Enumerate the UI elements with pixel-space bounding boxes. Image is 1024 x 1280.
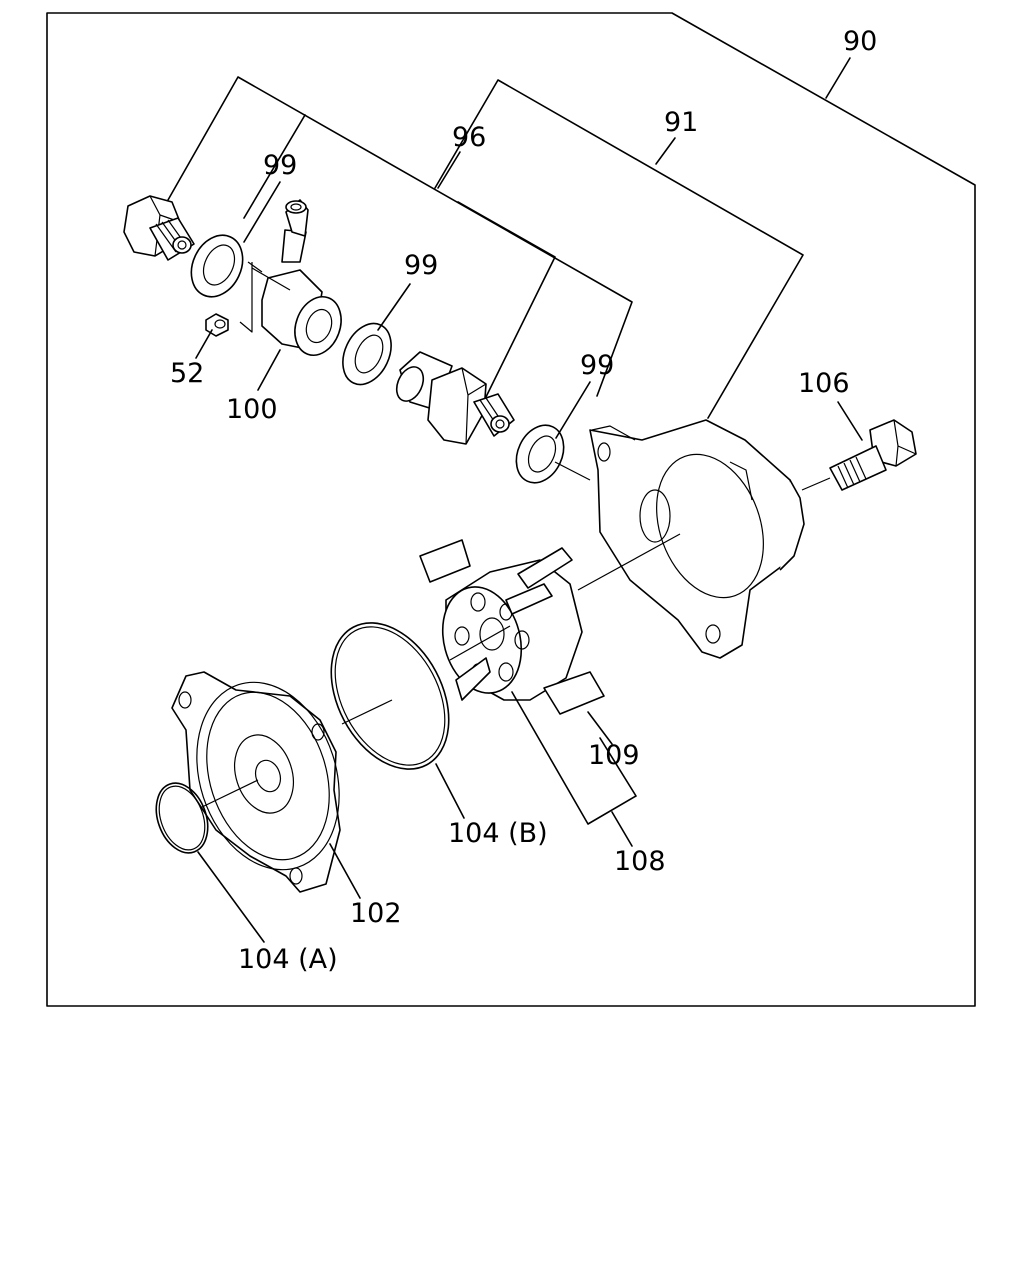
leader-106 (837, 401, 863, 441)
label-91: 91 (664, 107, 698, 138)
union-connector (395, 351, 515, 445)
o-ring-104a (155, 782, 209, 854)
axis-line-top (554, 461, 591, 481)
pump-housing (589, 419, 805, 659)
axis-line-oring (341, 699, 393, 725)
label-99-second: 99 (404, 250, 438, 281)
bracket-91-lines (434, 79, 804, 419)
o-ring-104b-inner (334, 626, 446, 766)
leader-109 (587, 711, 613, 745)
bolt-106 (801, 419, 917, 491)
leader-104a (197, 851, 265, 943)
label-100: 100 (226, 394, 278, 425)
leader-99b (377, 283, 411, 331)
axis-line-rotor (577, 533, 681, 591)
leader-108-bracket (511, 691, 637, 825)
washer-99-first (190, 234, 244, 298)
label-99-first: 99 (263, 150, 297, 181)
label-104a: 104 (A) (238, 944, 338, 975)
bracket-96-lines (167, 76, 633, 397)
leader-108 (611, 811, 633, 847)
axis-line-rotor-left (449, 625, 511, 661)
bracket-inner-99b (457, 201, 556, 404)
leader-52 (195, 329, 213, 359)
rotor-108 (441, 559, 583, 701)
label-106: 106 (798, 368, 850, 399)
cover-plate-102 (171, 671, 341, 893)
label-99-third: 99 (580, 350, 614, 381)
label-90: 90 (843, 26, 877, 57)
leader-91 (655, 137, 676, 165)
bracket-inner-99 (243, 114, 306, 219)
leader-102 (329, 843, 361, 899)
o-ring-104b (330, 622, 450, 770)
label-109: 109 (588, 740, 640, 771)
label-102: 102 (350, 898, 402, 929)
vanes-109 (419, 539, 605, 715)
leader-90 (825, 57, 851, 99)
washer-99-third (515, 424, 565, 484)
plug-bolt (123, 195, 195, 261)
nipple-52 (205, 313, 229, 337)
leader-100 (257, 349, 281, 391)
label-52: 52 (170, 358, 204, 389)
label-104b: 104 (B) (448, 818, 548, 849)
label-108: 108 (614, 846, 666, 877)
label-96: 96 (452, 122, 486, 153)
washer-99-second (342, 322, 392, 386)
axis-line-cover (199, 779, 259, 809)
leader-99c (555, 381, 591, 439)
leader-96 (437, 151, 461, 189)
leader-99a (243, 181, 281, 243)
o-ring-104a-inner (158, 785, 206, 851)
banjo-fitting-100 (239, 199, 342, 356)
assembly-frame (46, 12, 976, 1007)
leader-104b (435, 763, 465, 819)
